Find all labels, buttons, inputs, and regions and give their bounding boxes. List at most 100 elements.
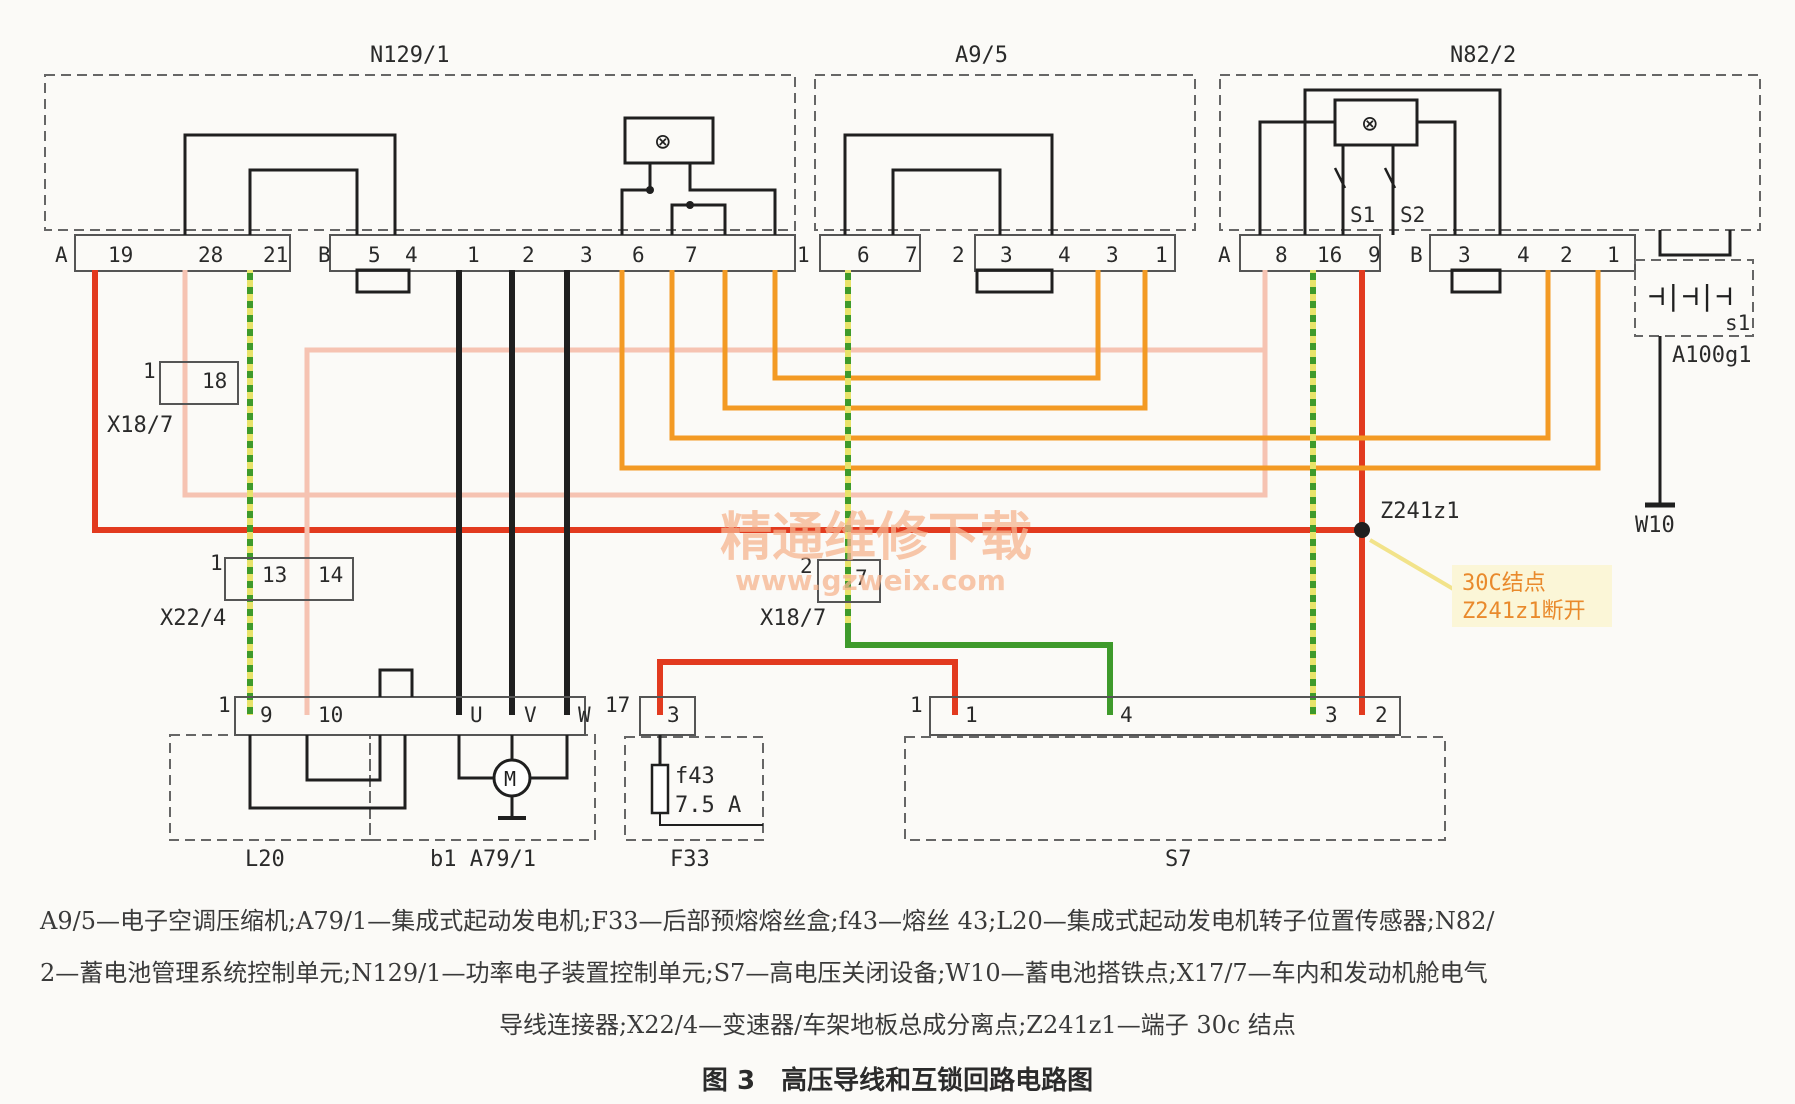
a791-pin-u: U bbox=[470, 703, 483, 727]
s7-pin1: 1 bbox=[965, 703, 978, 727]
l20-internal-loop bbox=[248, 735, 407, 810]
a100g1-label: A100g1 bbox=[1672, 343, 1751, 368]
pin-label: 5 bbox=[368, 243, 381, 267]
n129-internal-loop-inner bbox=[248, 168, 359, 235]
watermark-url: www.gzweix.com bbox=[735, 564, 1006, 597]
w10-label: W10 bbox=[1635, 513, 1675, 538]
pin-label: 1 bbox=[1155, 243, 1168, 267]
a95-connector-2 bbox=[974, 234, 1176, 272]
l20-pin10: 10 bbox=[318, 703, 343, 727]
green-yellow-wire-n822-16 bbox=[1310, 270, 1316, 715]
x187-mid-num: 2 bbox=[800, 554, 813, 578]
f43-name: f43 bbox=[675, 764, 715, 789]
n129-b-jumper bbox=[355, 268, 411, 294]
s2-switch-icon bbox=[1383, 167, 1397, 189]
s1-switch-icon bbox=[1333, 167, 1347, 189]
n822-label: N82/2 bbox=[1450, 43, 1516, 68]
f33-label: F33 bbox=[670, 847, 710, 872]
pin-label: 16 bbox=[1317, 243, 1342, 267]
l20-a791-connector bbox=[234, 696, 586, 736]
n129-internal-loop-outer bbox=[183, 133, 397, 235]
pin-label: 3 bbox=[580, 243, 593, 267]
green-yellow-wire-21 bbox=[247, 270, 253, 715]
a95-jumper bbox=[975, 268, 1054, 294]
annotation-box bbox=[1452, 565, 1612, 627]
f33-box bbox=[624, 736, 764, 841]
f43-rating: 7.5 A bbox=[675, 793, 741, 818]
legend-line: 2—蓄电池管理系统控制单元;N129/1—功率电子装置控制单元;S7—高电压关闭… bbox=[40, 959, 1488, 987]
f33-connector bbox=[639, 696, 696, 736]
s1-battery-label: s1 bbox=[1725, 311, 1750, 335]
n822-a-letter: A bbox=[1218, 243, 1231, 267]
legend-line: 导线连接器;X22/4—变速器/车架地板总成分离点;Z241z1—端子 30c … bbox=[499, 1011, 1296, 1039]
s7-label: S7 bbox=[1165, 847, 1192, 872]
pin-label: 28 bbox=[198, 243, 223, 267]
l20-label: L20 bbox=[245, 847, 285, 872]
motor-wire-w bbox=[530, 735, 569, 780]
pin-label: 2 bbox=[1560, 243, 1573, 267]
pin-label: 4 bbox=[1517, 243, 1530, 267]
pin-label: 6 bbox=[857, 243, 870, 267]
z241z1-junction bbox=[1354, 522, 1370, 538]
n129-module-box bbox=[44, 74, 796, 231]
n129-connector-b bbox=[329, 234, 796, 272]
a95-internal-loop-outer bbox=[843, 133, 1054, 235]
l20-bridge bbox=[378, 668, 414, 697]
orange-wire-6 bbox=[619, 270, 1601, 471]
a100g1-lead bbox=[1658, 230, 1732, 257]
n129-transistor-wiring-mid bbox=[670, 203, 690, 235]
n129-transistor-wiring-right bbox=[688, 163, 777, 235]
n129-b-letter: B bbox=[318, 243, 331, 267]
a791-pin-w: W bbox=[578, 703, 591, 727]
legend-line: A9/5—电子空调压缩机;A79/1—集成式起动发电机;F33—后部预熔熔丝盒;… bbox=[40, 907, 1495, 935]
pin-label: 8 bbox=[1275, 243, 1288, 267]
f43-fuse-out bbox=[659, 813, 763, 826]
n129-a-letter: A bbox=[55, 243, 68, 267]
n822-wiring-top bbox=[1303, 88, 1502, 235]
x187-top-pin: 18 bbox=[202, 369, 227, 393]
red-wire-f33-s7 bbox=[657, 659, 958, 715]
annotation-line2: Z241z1断开 bbox=[1462, 599, 1585, 624]
watermark-cn: 精通维修下载 bbox=[720, 508, 1032, 568]
s7-box bbox=[904, 736, 1446, 841]
pin-label: 3 bbox=[1458, 243, 1471, 267]
n822-b-jumper bbox=[1450, 268, 1502, 294]
a791-label: b1 A79/1 bbox=[430, 847, 536, 872]
s7-pin4: 4 bbox=[1120, 703, 1133, 727]
x187-top-label: X18/7 bbox=[107, 413, 173, 438]
pin-label: 3 bbox=[1000, 243, 1013, 267]
pin-label: 3 bbox=[1106, 243, 1119, 267]
n822-connector-b bbox=[1429, 234, 1636, 272]
s2-label: S2 bbox=[1400, 203, 1425, 227]
n822-wiring-left bbox=[1258, 120, 1335, 235]
motor-m-text: M bbox=[504, 767, 516, 791]
z241z1-label: Z241z1 bbox=[1380, 499, 1459, 524]
s1-label: S1 bbox=[1350, 203, 1375, 227]
pin-label: 4 bbox=[405, 243, 418, 267]
junction-dot bbox=[646, 186, 654, 194]
pin-label: 9 bbox=[1368, 243, 1381, 267]
n129-transistor-wiring-mid2 bbox=[690, 203, 727, 235]
battery-icon: ⊣|⊣|⊣ bbox=[1648, 279, 1732, 312]
pin-label: 19 bbox=[108, 243, 133, 267]
a95-internal-loop-inner bbox=[891, 168, 1002, 235]
n822-b-letter: B bbox=[1410, 243, 1423, 267]
pin-label: 1 bbox=[1607, 243, 1620, 267]
n129-transistor-wiring-left bbox=[620, 163, 652, 235]
orange-wire-mid1 bbox=[722, 270, 1148, 411]
junction-dot bbox=[686, 201, 694, 209]
l20-conn-num: 1 bbox=[218, 693, 231, 717]
orange-wire-7 bbox=[669, 270, 1551, 441]
f33-num: 17 bbox=[605, 693, 630, 717]
l20-internal-loop2 bbox=[305, 735, 382, 782]
motor-wire-u bbox=[457, 735, 494, 780]
a95-label: A9/5 bbox=[955, 43, 1008, 68]
l20-pin9: 9 bbox=[260, 703, 273, 727]
x187-mid-label: X18/7 bbox=[760, 606, 826, 631]
x224-label: X22/4 bbox=[160, 606, 226, 631]
x224-connector bbox=[224, 557, 354, 601]
x187-mid-connector bbox=[817, 559, 881, 603]
x187-top-num: 1 bbox=[143, 359, 156, 383]
n822-wiring-right bbox=[1417, 120, 1457, 235]
x224-pin14: 14 bbox=[318, 563, 343, 587]
